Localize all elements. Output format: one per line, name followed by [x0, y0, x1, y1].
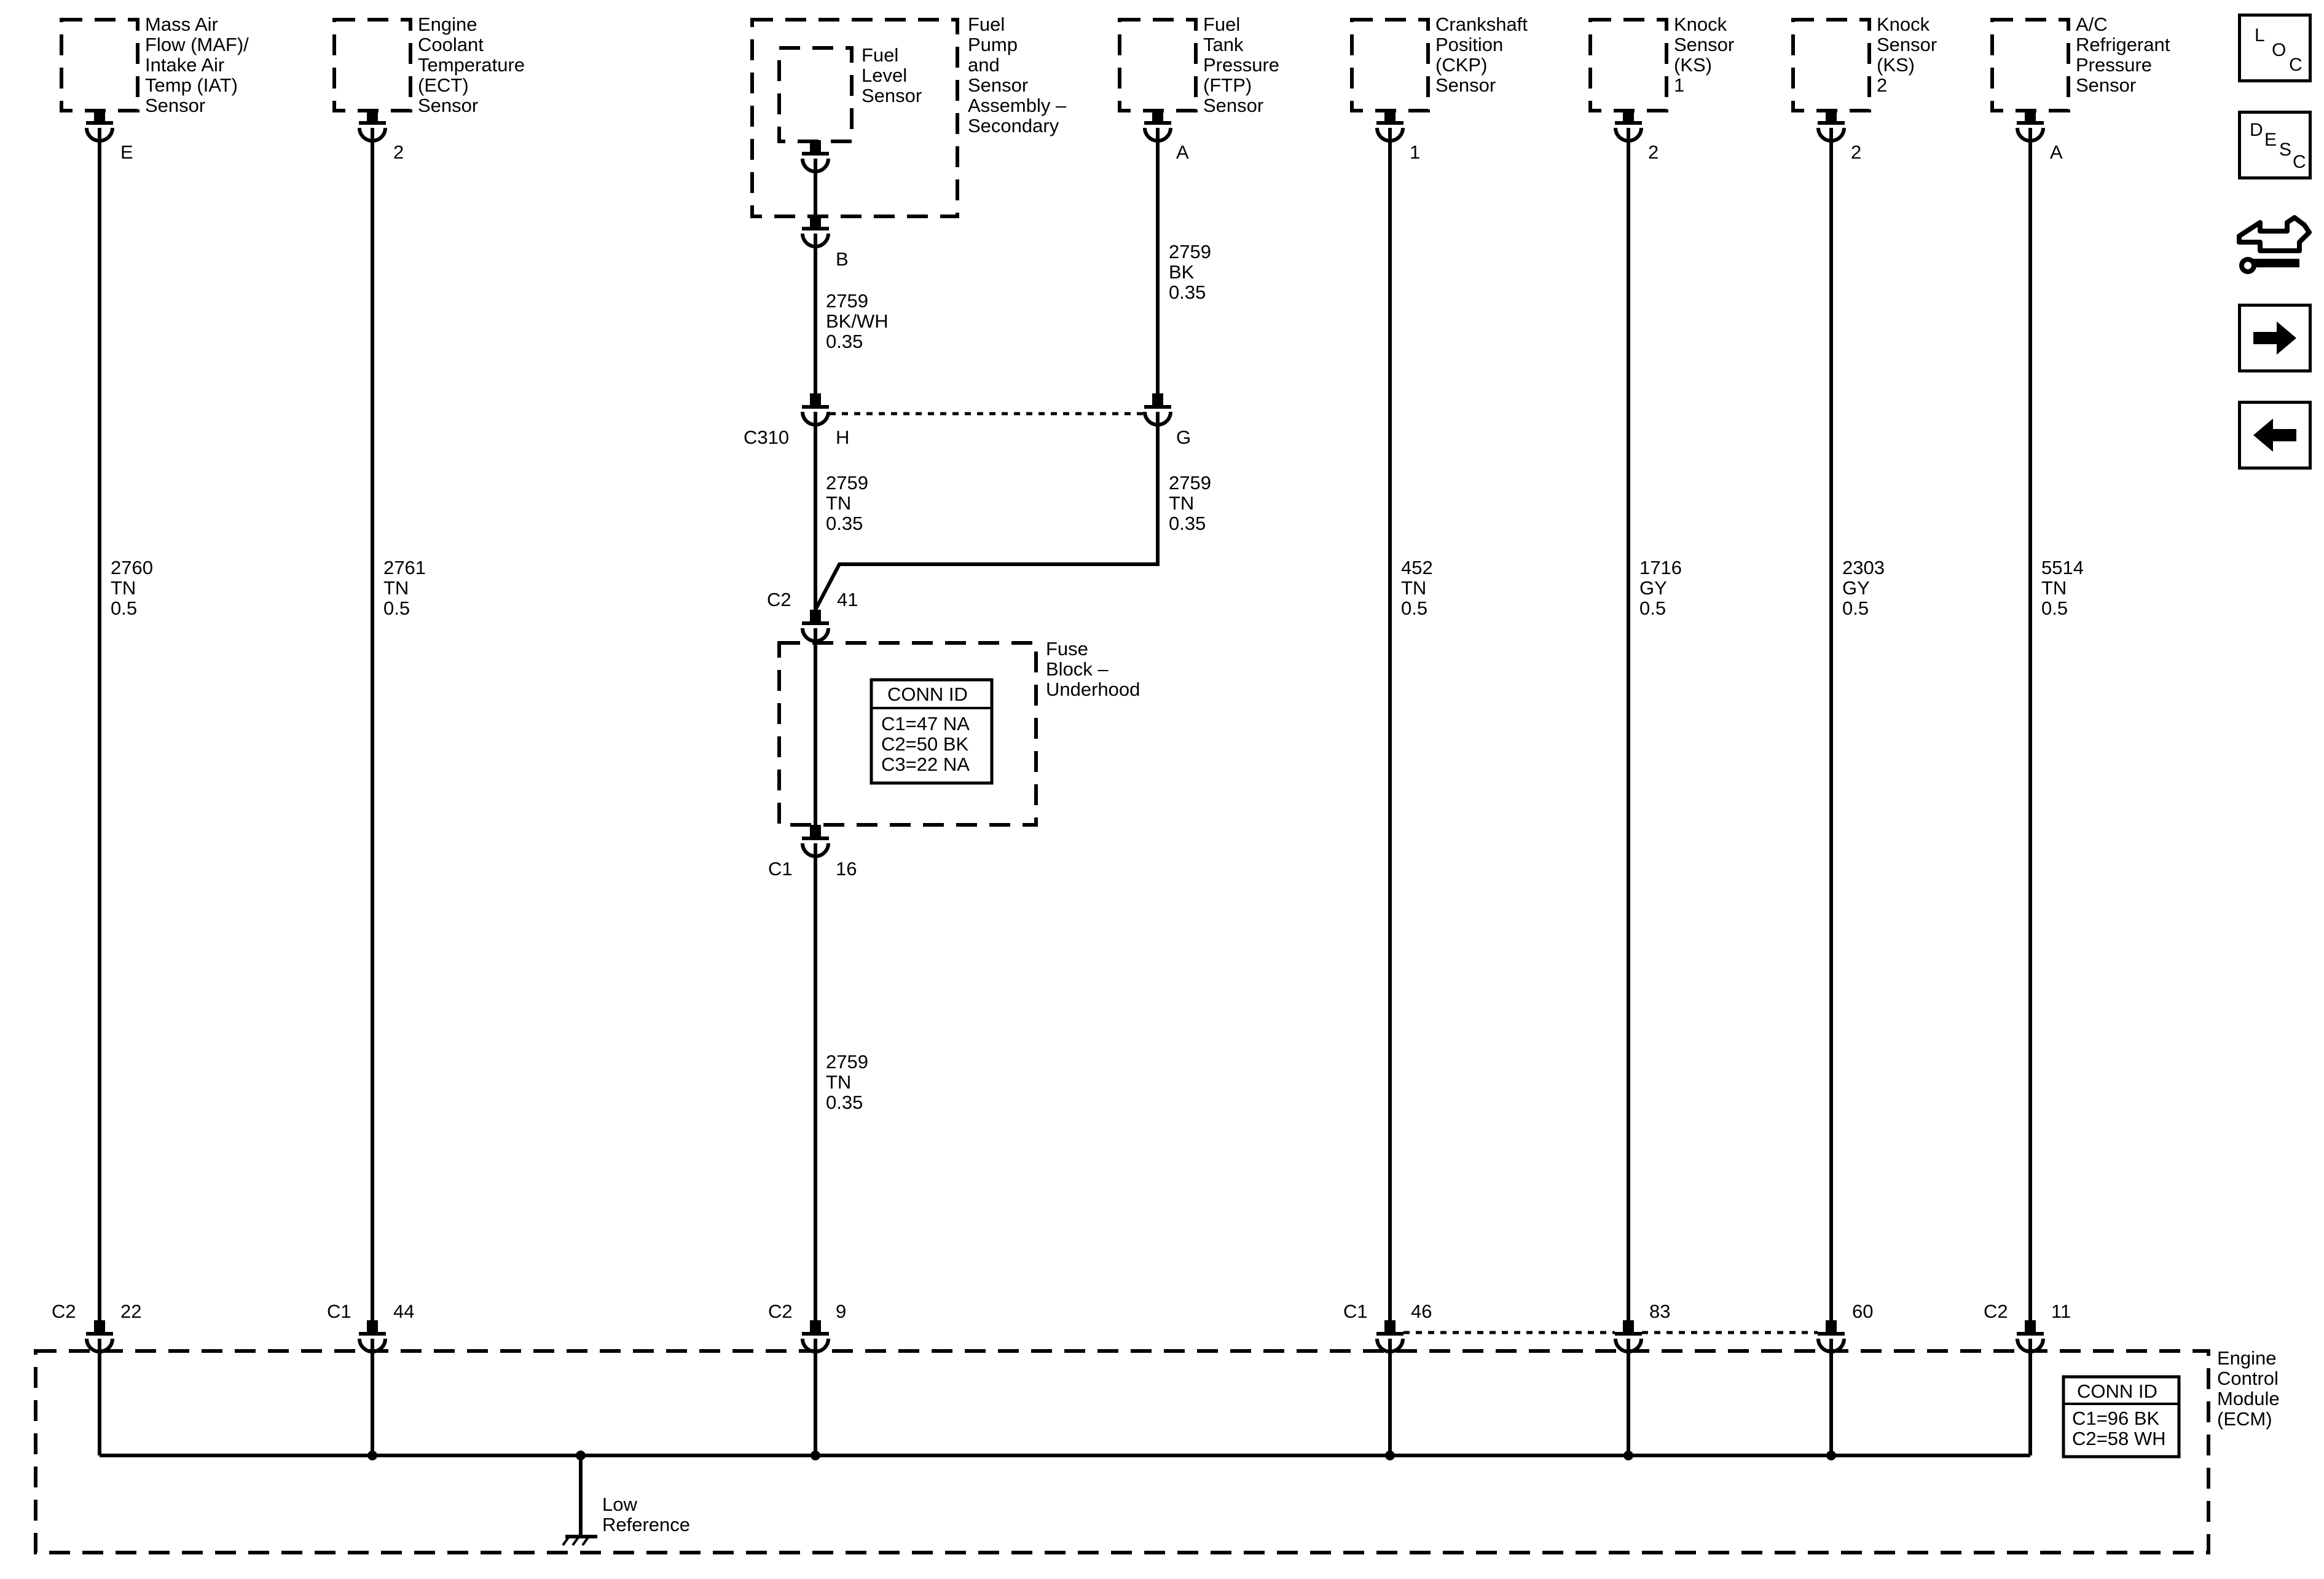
pin-label: G — [1176, 427, 1191, 448]
ks1-sensor-box — [1588, 18, 1668, 112]
svg-text:CONN ID: CONN ID — [887, 683, 968, 705]
ecm-conn-id: CONN ID C1=96 BK C2=58 WH — [2062, 1375, 2181, 1459]
pin-label: 41 — [837, 589, 858, 610]
ks2-sensor-box — [1791, 18, 1871, 112]
fuse-block-box — [777, 641, 1038, 827]
forward-button[interactable] — [2238, 304, 2312, 372]
ecm-pin-label: 9 — [836, 1301, 846, 1322]
connector-c310-label: C310 — [744, 427, 789, 448]
svg-text:C1=96 BK: C1=96 BK — [2072, 1408, 2160, 1429]
pin-label: A — [2050, 141, 2063, 163]
pin-label: 1 — [1410, 141, 1420, 163]
desc-letter: C — [2293, 152, 2306, 172]
pin-label: E — [120, 141, 133, 163]
ecm-pin-label: 60 — [1852, 1301, 1873, 1322]
loc-letter: C — [2289, 55, 2302, 75]
ecm-pin-label: 46 — [1411, 1301, 1432, 1322]
ecm-pin-label: 83 — [1649, 1301, 1670, 1322]
ecm-box — [34, 1349, 2210, 1554]
ecm-connector-label: C1 — [327, 1301, 351, 1322]
desc-letter: S — [2279, 140, 2292, 160]
ecm-pin-label: 22 — [120, 1301, 141, 1322]
connector-label: C2 — [767, 589, 791, 610]
ground-symbol-icon — [562, 1535, 597, 1546]
location-button[interactable]: L O C — [2238, 14, 2312, 82]
svg-text:C2=58 WH: C2=58 WH — [2072, 1428, 2165, 1449]
ecm-connector-label: C2 — [52, 1301, 76, 1322]
svg-text:CONN ID: CONN ID — [2077, 1380, 2157, 1402]
ecm-connector-label: C2 — [768, 1301, 793, 1322]
loc-letter: L — [2255, 25, 2265, 45]
fuel-level-sensor-box — [777, 46, 854, 143]
pin-label: 2 — [1851, 141, 1861, 163]
connector-label: C1 — [768, 858, 793, 880]
maf-iat-sensor-box — [60, 18, 139, 112]
pin-label: A — [1176, 141, 1189, 163]
back-button[interactable] — [2238, 401, 2312, 470]
ckp-sensor-box — [1350, 18, 1430, 112]
loc-letter: O — [2272, 40, 2287, 60]
ecm-pin-label: 44 — [393, 1301, 414, 1322]
ect-sensor-box — [332, 18, 412, 112]
wire-ftp-mid — [814, 420, 1160, 611]
ac-pressure-sensor-box — [1990, 18, 2070, 112]
desc-letter: E — [2264, 130, 2277, 150]
back-arrow-icon — [2253, 419, 2296, 452]
svg-text:C3=22 NA: C3=22 NA — [881, 754, 970, 775]
ecm-connector-label: C1 — [1343, 1301, 1368, 1322]
svg-text:C2=50 BK: C2=50 BK — [881, 733, 969, 755]
fuel-pump-assembly-box — [750, 18, 959, 218]
description-button[interactable]: D E S C — [2238, 111, 2312, 179]
pin-label: H — [836, 427, 849, 448]
svg-text:C1=47 NA: C1=47 NA — [881, 713, 970, 734]
pin-label: 2 — [393, 141, 404, 163]
ecm-connector-label: C2 — [1984, 1301, 2008, 1322]
ftp-sensor-box — [1118, 18, 1198, 112]
pin-label: 16 — [836, 858, 857, 880]
pin-label: 2 — [1648, 141, 1659, 163]
pin-label: B — [836, 248, 849, 270]
schematic-tool-icon[interactable] — [2236, 204, 2315, 279]
fuse-block-conn-id: CONN ID C1=47 NA C2=50 BK C3=22 NA — [870, 678, 994, 785]
desc-letter: D — [2250, 120, 2263, 140]
ecm-pin-label: 11 — [2051, 1301, 2071, 1322]
forward-arrow-icon — [2253, 321, 2296, 355]
